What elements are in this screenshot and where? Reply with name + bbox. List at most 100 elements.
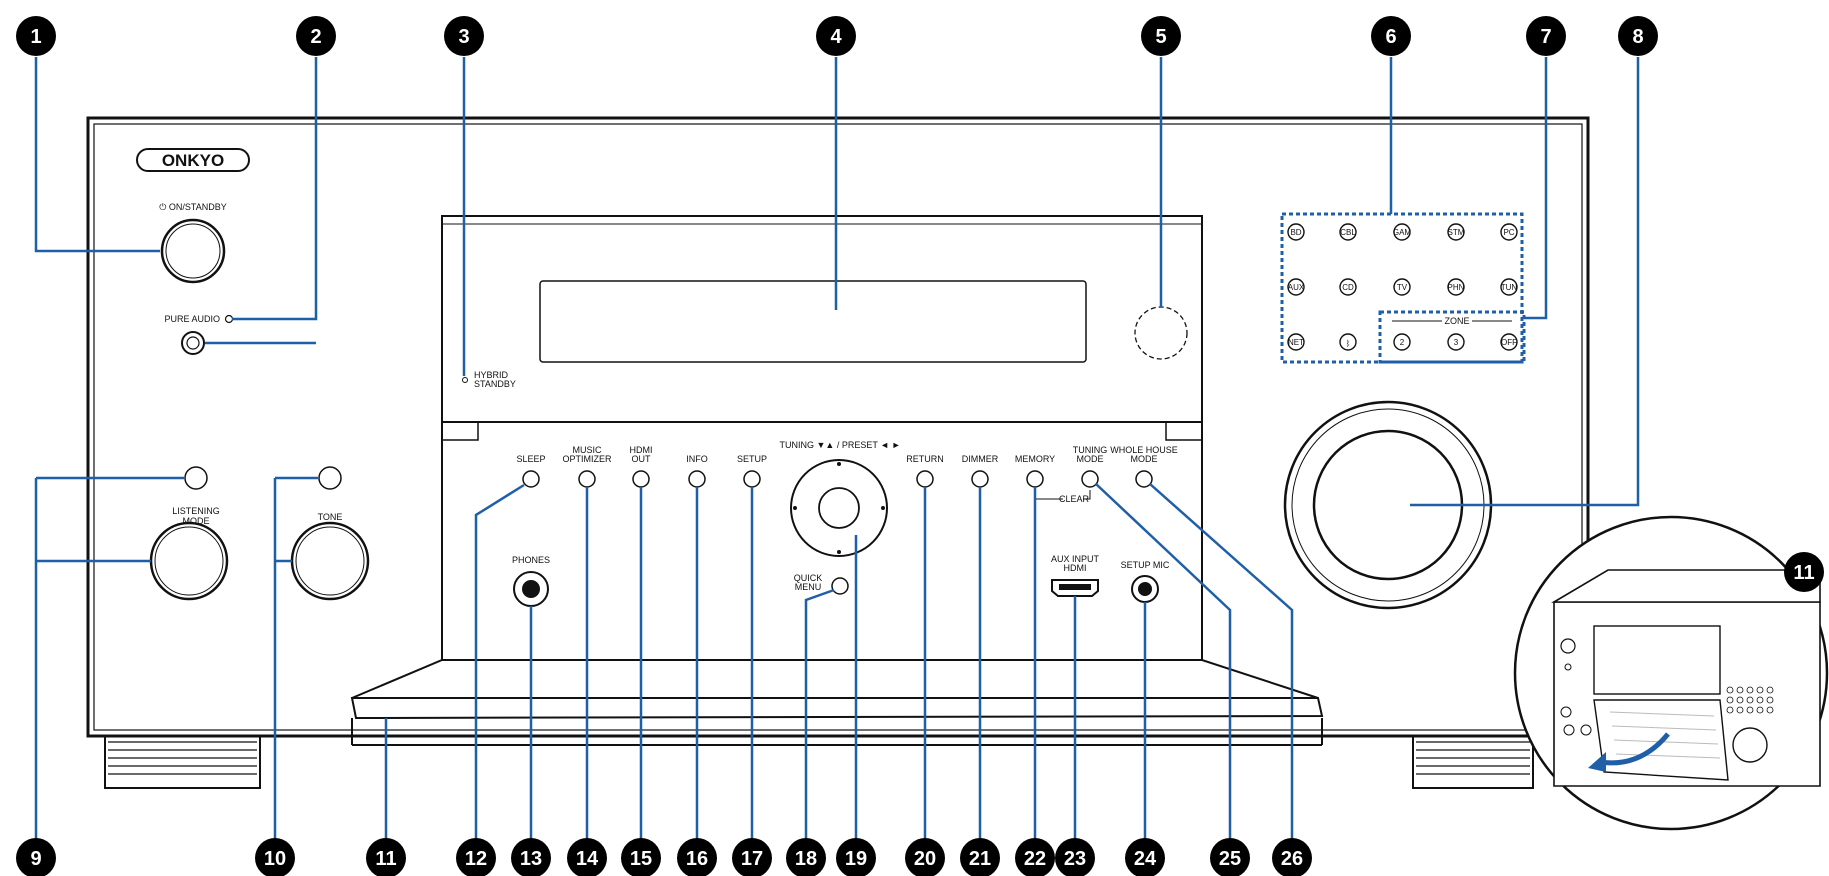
leader-lines xyxy=(34,57,1640,840)
dimmer-button[interactable] xyxy=(971,470,989,488)
left-foot xyxy=(104,731,261,789)
callout-11: 11 xyxy=(366,838,406,876)
return-button[interactable] xyxy=(916,470,934,488)
svg-text:20: 20 xyxy=(914,848,936,870)
hybrid-standby-label-2: STANDBY xyxy=(474,379,516,389)
callout-10: 10 xyxy=(255,838,295,876)
input-selector-label: PC xyxy=(1503,228,1514,237)
setup-label: SETUP xyxy=(737,454,767,464)
svg-text:18: 18 xyxy=(795,848,817,870)
phones-label: PHONES xyxy=(512,555,550,565)
svg-text:25: 25 xyxy=(1219,848,1241,870)
whole-house-mode-button[interactable] xyxy=(1135,470,1153,488)
input-selector-gam[interactable]: GAM xyxy=(1393,223,1412,241)
callout-6: 6 xyxy=(1371,16,1411,56)
power-icon: ⏻ xyxy=(159,202,169,212)
tone-label: TONE xyxy=(318,512,343,522)
svg-text:10: 10 xyxy=(264,848,286,870)
svg-text:14: 14 xyxy=(576,848,599,870)
hybrid-standby-label: HYBRID xyxy=(474,370,509,380)
input-selector-tv[interactable]: TV xyxy=(1393,278,1411,296)
tone-knob[interactable] xyxy=(290,521,370,601)
quick-menu-label: QUICK xyxy=(794,573,823,583)
setup-mic-jack[interactable] xyxy=(1131,575,1159,603)
zone-button-label: 3 xyxy=(1454,338,1459,347)
quick-menu-button[interactable] xyxy=(831,577,849,595)
tuning-mode-button[interactable] xyxy=(1081,470,1099,488)
hdmi-out-label-2: OUT xyxy=(632,454,652,464)
music-optimizer-label: MUSIC xyxy=(573,445,603,455)
input-selector-bluetooth-icon[interactable]: ᛒ xyxy=(1339,333,1357,351)
sleep-button[interactable] xyxy=(522,470,540,488)
svg-text:21: 21 xyxy=(969,848,991,870)
aux-input-hdmi-label-2: HDMI xyxy=(1064,563,1087,573)
input-selector-aux[interactable]: AUX xyxy=(1287,278,1305,296)
quick-menu-label-2: MENU xyxy=(795,582,822,592)
on-standby-label: ⏻ ON/STANDBY xyxy=(159,202,226,212)
callout-18: 18 xyxy=(786,838,826,876)
zone-button-2[interactable]: 2 xyxy=(1393,333,1411,351)
callout-5: 5 xyxy=(1141,16,1181,56)
setup-button[interactable] xyxy=(743,470,761,488)
tone-button[interactable] xyxy=(318,466,342,490)
front-door-flap[interactable] xyxy=(350,659,1324,746)
callout-1: 1 xyxy=(16,16,56,56)
svg-text:19: 19 xyxy=(845,848,867,870)
input-selector-net[interactable]: NET xyxy=(1287,333,1305,351)
callout-12: 12 xyxy=(456,838,496,876)
bluetooth-icon: ᛒ xyxy=(1346,339,1351,348)
input-selector-label: TUN xyxy=(1501,283,1518,292)
zone-buttons: 2 3 OFF xyxy=(1393,333,1518,351)
callout-16: 16 xyxy=(677,838,717,876)
input-selector-buttons: BD CBL GAM STM PC AUX CD TV PHN TUN NET ᛒ xyxy=(1287,223,1518,351)
input-selector-label: AUX xyxy=(1288,283,1305,292)
on-standby-button[interactable] xyxy=(160,218,226,284)
phones-jack[interactable] xyxy=(513,571,549,607)
info-label: INFO xyxy=(686,454,708,464)
pure-audio-button[interactable] xyxy=(181,331,205,355)
listening-mode-label: LISTENING xyxy=(172,506,220,516)
callout-8: 8 xyxy=(1618,16,1658,56)
svg-text:5: 5 xyxy=(1155,26,1166,48)
callout-17: 17 xyxy=(732,838,772,876)
right-foot xyxy=(1412,731,1534,789)
input-selector-cd[interactable]: CD xyxy=(1339,278,1357,296)
input-selector-phn[interactable]: PHN xyxy=(1447,278,1465,296)
zone-button-3[interactable]: 3 xyxy=(1447,333,1465,351)
callout-25: 25 xyxy=(1210,838,1250,876)
input-selector-label: TV xyxy=(1397,283,1408,292)
input-selector-bd[interactable]: BD xyxy=(1287,223,1305,241)
callout-22: 22 xyxy=(1015,838,1055,876)
listening-mode-button[interactable] xyxy=(184,466,208,490)
aux-hdmi-port[interactable] xyxy=(1051,579,1099,597)
svg-text:16: 16 xyxy=(686,848,708,870)
input-selector-label: GAM xyxy=(1393,228,1412,237)
callout-15: 15 xyxy=(621,838,661,876)
input-selector-pc[interactable]: PC xyxy=(1500,223,1518,241)
info-button[interactable] xyxy=(688,470,706,488)
svg-text:11: 11 xyxy=(1793,562,1814,584)
pure-audio-label: PURE AUDIO xyxy=(164,314,220,324)
zone-label: ZONE xyxy=(1444,316,1469,326)
svg-text:24: 24 xyxy=(1134,848,1157,870)
input-selector-cbl[interactable]: CBL xyxy=(1339,223,1357,241)
callout-21: 21 xyxy=(960,838,1000,876)
listening-mode-knob[interactable] xyxy=(149,521,229,601)
callout-4: 4 xyxy=(816,16,856,56)
svg-text:23: 23 xyxy=(1064,848,1086,870)
whole-house-mode-label: WHOLE HOUSE xyxy=(1110,445,1178,455)
svg-text:26: 26 xyxy=(1281,848,1303,870)
tuning-preset-pad[interactable] xyxy=(790,459,888,557)
memory-button[interactable] xyxy=(1026,470,1044,488)
zone-button-off[interactable]: OFF xyxy=(1500,333,1518,351)
whole-house-mode-label-2: MODE xyxy=(1131,454,1158,464)
svg-text:11: 11 xyxy=(375,848,396,870)
input-selector-tun[interactable]: TUN xyxy=(1500,278,1518,296)
hdmi-out-button[interactable] xyxy=(632,470,650,488)
door-open-arrow-icon xyxy=(1599,732,1670,766)
input-selector-stm[interactable]: STM xyxy=(1447,223,1465,241)
return-label: RETURN xyxy=(906,454,944,464)
music-optimizer-button[interactable] xyxy=(578,470,596,488)
callout-7: 7 xyxy=(1526,16,1566,56)
